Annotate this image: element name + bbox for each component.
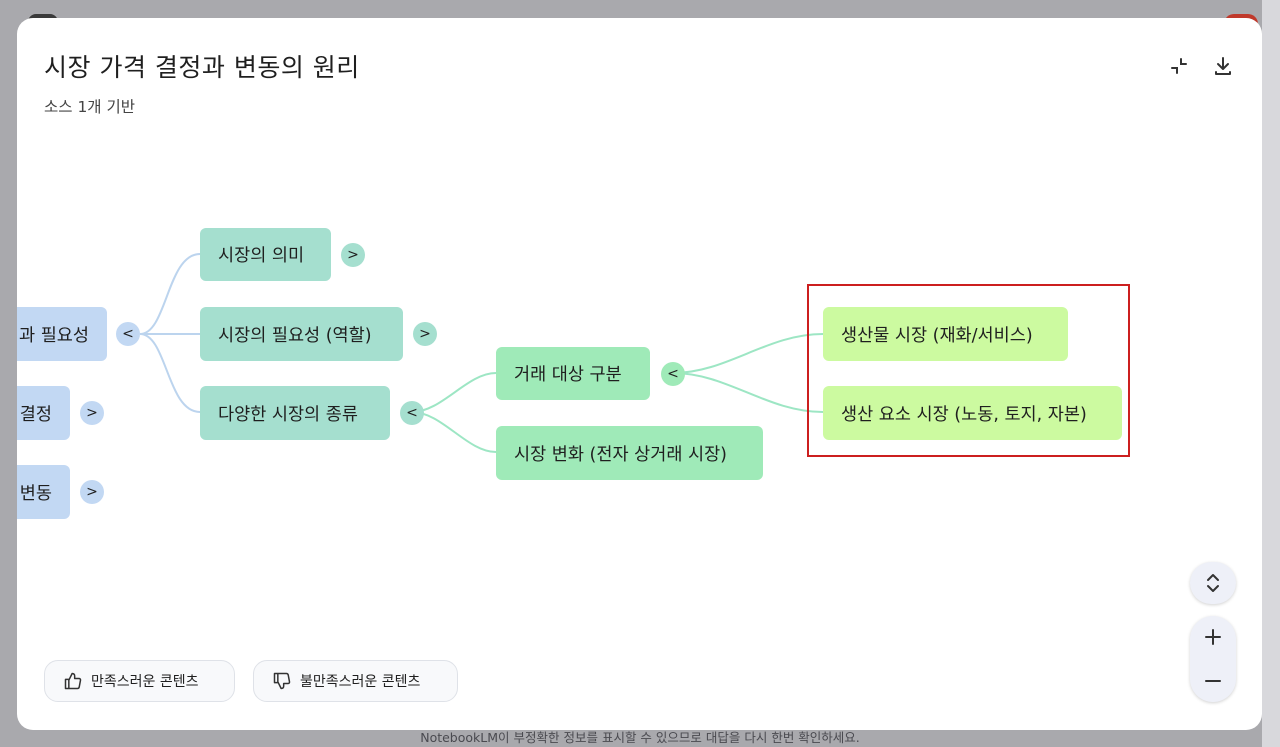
toggle-expand-button[interactable]: >: [341, 243, 365, 267]
negative-feedback-button[interactable]: 불만족스러운 콘텐츠: [253, 660, 458, 702]
mindmap-node-market-necessity[interactable]: 시장의 필요성 (역할): [200, 307, 403, 361]
mindmap-node-root-2[interactable]: 결정: [17, 386, 70, 440]
disclaimer-text: NotebookLM이 부정확한 정보를 표시할 수 있으므로 대답을 다시 한…: [420, 730, 860, 745]
node-label: 변동: [19, 483, 52, 504]
toggle-collapse-button[interactable]: <: [400, 401, 424, 425]
node-label: 시장 변화 (전자 상거래 시장): [514, 444, 728, 465]
node-label: 시장의 의미: [218, 246, 305, 266]
connector-l3-1: [672, 333, 824, 374]
mindmap-canvas[interactable]: 과 필요성 < 결정 > 변동 > 시장의 의미 > 시장의 필요성 (역할) …: [17, 18, 1262, 730]
background-panel: [1262, 0, 1280, 747]
unfold-icon: [1207, 574, 1219, 592]
plus-icon: [1205, 629, 1221, 645]
mindmap-node-root-1[interactable]: 과 필요성: [17, 307, 107, 361]
node-label: 생산물 시장 (재화/서비스): [841, 325, 1033, 346]
node-label: 결정: [19, 404, 52, 425]
toggle-collapse-button[interactable]: <: [116, 322, 140, 346]
toggle-expand-button[interactable]: >: [80, 401, 104, 425]
toggle-collapse-button[interactable]: <: [661, 362, 685, 386]
connector-l2-1: [411, 372, 497, 413]
mindmap-node-market-types[interactable]: 다양한 시장의 종류: [200, 386, 390, 440]
negative-feedback-label: 불만족스러운 콘텐츠: [300, 674, 421, 690]
download-icon: [1215, 57, 1231, 75]
mindmap-node-market-meaning[interactable]: 시장의 의미: [200, 228, 331, 281]
connector-l3-2: [672, 372, 824, 413]
thumbs-up-icon: [64, 672, 82, 690]
collapse-icon: [1171, 58, 1187, 74]
download-button[interactable]: [1207, 50, 1239, 82]
node-label: 과 필요성: [19, 325, 89, 346]
zoom-out-button[interactable]: [1190, 660, 1236, 702]
mindmap-node-root-3[interactable]: 변동: [17, 465, 70, 519]
connector-root-3: [139, 333, 201, 413]
connector-l2-2: [411, 411, 497, 453]
node-label: 거래 대상 구분: [514, 365, 622, 385]
expand-control-bg: [1190, 562, 1236, 604]
minus-icon: [1205, 680, 1221, 682]
zoom-in-button[interactable]: [1190, 616, 1236, 658]
toggle-expand-button[interactable]: >: [80, 480, 104, 504]
mindmap-node-factor-market[interactable]: 생산 요소 시장 (노동, 토지, 자본): [823, 386, 1122, 440]
node-label: 시장의 필요성 (역할): [218, 325, 372, 346]
toggle-expand-button[interactable]: >: [413, 322, 437, 346]
node-label: 생산 요소 시장 (노동, 토지, 자본): [841, 404, 1087, 425]
page-title: 시장 가격 결정과 변동의 원리: [44, 53, 360, 82]
thumbs-down-icon: [273, 672, 291, 690]
positive-feedback-button[interactable]: 만족스러운 콘텐츠: [44, 660, 235, 702]
expand-all-button[interactable]: [1190, 562, 1236, 604]
mindmap-node-trade-target[interactable]: 거래 대상 구분: [496, 347, 650, 400]
mindmap-node-product-market[interactable]: 생산물 시장 (재화/서비스): [823, 307, 1068, 361]
mindmap-dialog: 과 필요성 < 결정 > 변동 > 시장의 의미 > 시장의 필요성 (역할) …: [17, 18, 1262, 730]
connector-root-1: [139, 253, 201, 335]
collapse-button[interactable]: [1163, 50, 1195, 82]
node-label: 다양한 시장의 종류: [218, 404, 358, 425]
positive-feedback-label: 만족스러운 콘텐츠: [91, 674, 199, 690]
source-count-subtitle: 소스 1개 기반: [44, 98, 136, 116]
mindmap-node-market-change[interactable]: 시장 변화 (전자 상거래 시장): [496, 426, 763, 480]
